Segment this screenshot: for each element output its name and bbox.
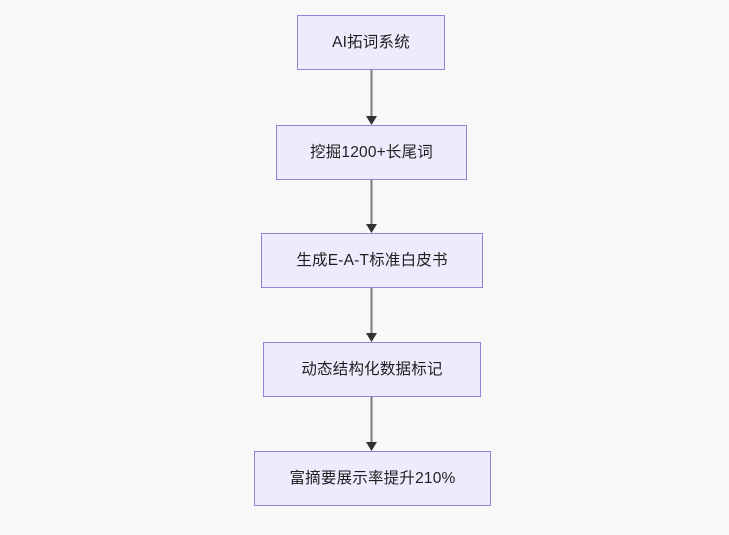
flow-node-4[interactable]: 动态结构化数据标记	[263, 342, 481, 397]
flow-node-3[interactable]: 生成E-A-T标准白皮书	[261, 233, 483, 288]
flow-node-label: 富摘要展示率提升210%	[289, 469, 456, 487]
flow-connector-4	[360, 397, 384, 451]
flow-node-2[interactable]: 挖掘1200+长尾词	[276, 125, 467, 180]
flow-node-label: AI拓词系统	[332, 33, 410, 51]
flow-connector-3	[360, 288, 384, 342]
flow-node-1[interactable]: AI拓词系统	[297, 15, 445, 70]
flow-connector-1	[360, 70, 384, 125]
flow-node-5[interactable]: 富摘要展示率提升210%	[254, 451, 491, 506]
flow-node-label: 生成E-A-T标准白皮书	[296, 251, 448, 269]
flow-node-label: 挖掘1200+长尾词	[309, 143, 434, 161]
flow-connector-2	[360, 180, 384, 233]
flow-node-label: 动态结构化数据标记	[301, 360, 443, 378]
